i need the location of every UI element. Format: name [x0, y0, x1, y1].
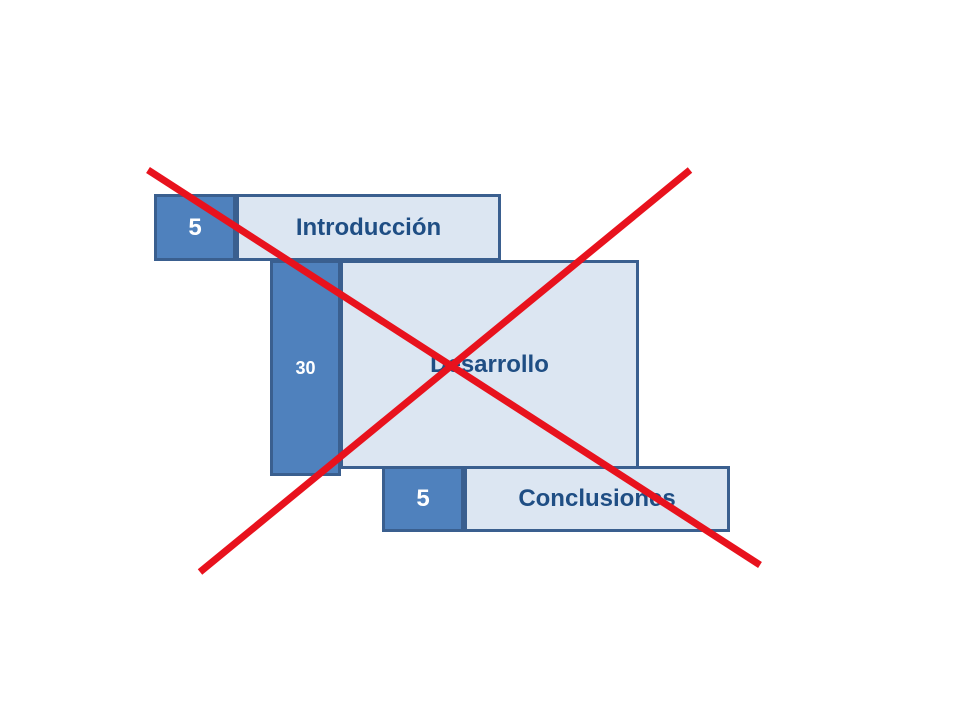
- development-duration-box: 30: [270, 260, 341, 476]
- intro-duration-box: 5: [154, 194, 236, 261]
- intro-duration-value: 5: [188, 213, 202, 241]
- conclusions-duration-box: 5: [382, 466, 464, 532]
- conclusions-duration-value: 5: [416, 485, 430, 512]
- intro-section-box: Introducción: [236, 194, 501, 261]
- intro-section-label: Introducción: [295, 213, 442, 241]
- development-duration-value: 30: [295, 357, 316, 378]
- development-section-label: Desarrollo: [430, 350, 549, 378]
- conclusions-section-label: Conclusiones: [518, 485, 676, 512]
- development-section-box: Desarrollo: [340, 260, 639, 469]
- conclusions-section-box: Conclusiones: [464, 466, 730, 532]
